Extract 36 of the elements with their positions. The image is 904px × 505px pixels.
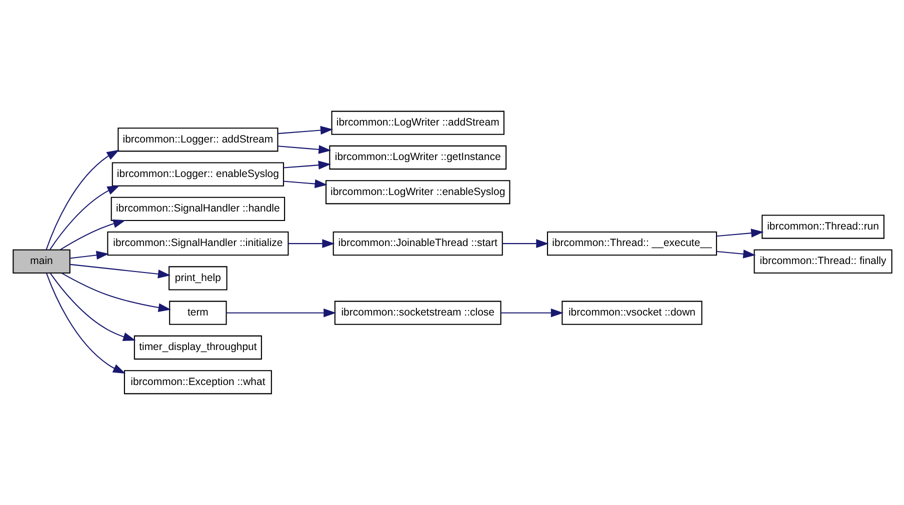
arrow xyxy=(45,150,119,250)
arrow xyxy=(716,228,764,238)
arrow xyxy=(288,239,334,248)
arrow xyxy=(48,185,120,250)
arrow xyxy=(277,126,333,135)
node-box: ibrcommon::vsocket ::down xyxy=(561,300,702,325)
arrow xyxy=(226,308,336,318)
node-box: ibrcommon::Thread:: __execute__ xyxy=(546,232,717,256)
node-box: ibrcommon::LogWriter ::enableSyslog xyxy=(324,180,510,204)
arrow xyxy=(500,308,563,318)
node-box: ibrcommon::LogWriter ::addStream xyxy=(330,110,504,135)
node-box: ibrcommon::JoinableThread ::start xyxy=(332,232,502,256)
arrow xyxy=(502,239,548,248)
arrow xyxy=(46,273,126,374)
arrow xyxy=(716,250,756,258)
node-box: timer_display_throughput xyxy=(133,335,262,360)
node-box: ibrcommon::SignalHandler ::initialize xyxy=(106,232,288,256)
arrow xyxy=(59,219,126,250)
node-box: ibrcommon::SignalHandler ::handle xyxy=(110,196,285,222)
node-box: ibrcommon::LogWriter ::getInstance xyxy=(328,145,506,170)
arrow xyxy=(70,264,170,278)
arrow xyxy=(282,160,331,170)
node-box: ibrcommon::Thread::run xyxy=(761,214,884,239)
arrow xyxy=(70,250,108,260)
node-box: ibrcommon::Thread:: finally xyxy=(753,249,892,274)
arrow xyxy=(282,179,327,188)
arrow xyxy=(49,272,136,341)
node-box: main xyxy=(12,249,70,274)
arrow xyxy=(60,272,170,312)
node-box: ibrcommon::Logger:: enableSyslog xyxy=(111,162,284,186)
node-box: ibrcommon::Exception ::what xyxy=(123,370,272,394)
node-box: ibrcommon::socketstream ::close xyxy=(334,300,501,325)
arrow xyxy=(277,145,331,154)
node-box: ibrcommon::Logger:: addStream xyxy=(117,128,278,152)
node-box: print_help xyxy=(168,266,227,290)
node-box: term xyxy=(168,300,226,325)
